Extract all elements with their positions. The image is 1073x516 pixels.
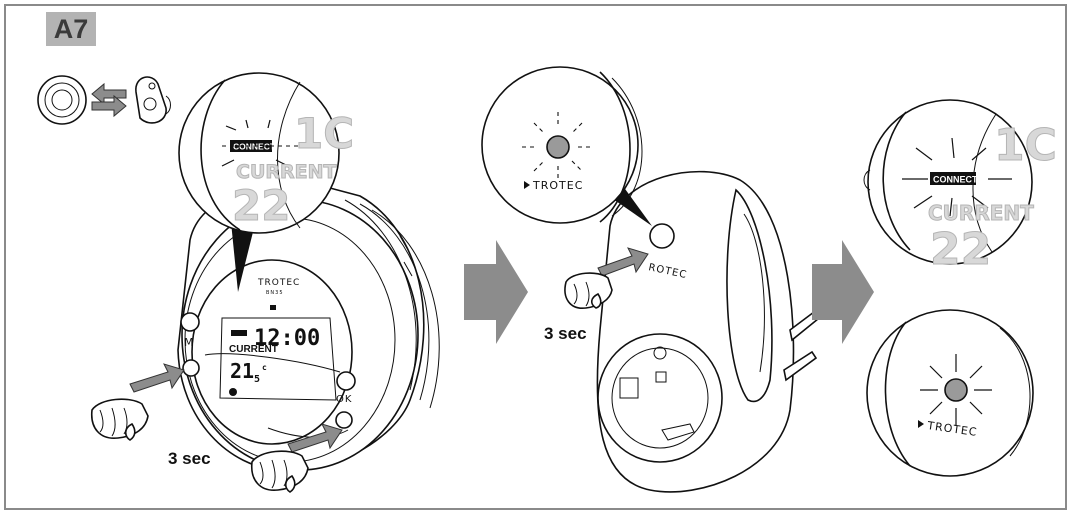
device-connect-icon	[231, 330, 247, 336]
device-temperature-decimal: 5	[254, 374, 260, 385]
zoom-left-connect-badge-bg	[230, 140, 272, 152]
zoom-left-digits-top: 1C	[294, 109, 354, 158]
hand-pointer-icon	[91, 398, 149, 441]
press-arrow-receiver	[597, 247, 649, 277]
zoom-right-status-label: CURRENT	[928, 201, 1034, 225]
hold-instruction-middle: 3 sec	[544, 324, 587, 343]
device-temperature-unit: c	[262, 363, 267, 372]
zoom-callout-middle: TROTEC	[481, 66, 652, 226]
mode-button-lower	[182, 359, 200, 377]
step-label: A7	[46, 12, 96, 46]
blinking-led-icon	[546, 135, 570, 159]
thermostat-device: TROTEC BN35 12:00 CURRENT 21 5 c M OK	[177, 185, 440, 472]
process-arrow-icon	[812, 240, 874, 344]
trotec-logo-icon	[918, 420, 924, 428]
trotec-logo-icon	[524, 181, 530, 189]
zoom-right-connect-badge: CONNECT	[933, 175, 978, 185]
device-temperature-main: 21	[230, 359, 254, 383]
device-model-label: BN35	[266, 290, 284, 296]
mode-button	[180, 312, 200, 332]
receiver-device: ROTEC	[596, 170, 836, 493]
ok-button-label: OK	[336, 394, 352, 405]
zoom-left-status-label: CURRENT	[236, 161, 337, 183]
ok-button-lower	[335, 411, 353, 429]
mode-button-label: M	[184, 336, 195, 349]
press-arrow-ok	[287, 423, 343, 453]
ok-button	[336, 371, 356, 391]
hand-pointer-icon	[251, 450, 309, 493]
hand-pointer-icon	[564, 272, 613, 309]
zoom-right-digits-top: 1C	[994, 120, 1057, 171]
zoom-callout-right-led: TROTEC	[866, 309, 1034, 477]
zoom-callout-left: CONNECT CURRENT 1C 22	[178, 72, 355, 292]
press-arrow-mode	[129, 363, 185, 393]
zoom-left-digits-bottom: 22	[232, 181, 290, 230]
pairing-arrows-icon	[37, 75, 171, 125]
device-small-icon	[229, 388, 237, 396]
zoom-middle-brand: TROTEC	[532, 179, 583, 192]
blinking-led-icon	[944, 378, 968, 402]
device-time: 12:00	[254, 326, 320, 351]
zoom-callout-right-display: CONNECT CURRENT 1C 22	[863, 99, 1057, 276]
device-indicator	[270, 305, 276, 310]
figure-frame	[4, 4, 1067, 510]
device-brand-label: TROTEC	[257, 278, 300, 288]
receiver-button	[649, 223, 675, 249]
zoom-right-connect-badge-bg	[930, 172, 976, 185]
hold-instruction-left: 3 sec	[168, 449, 211, 468]
process-arrow-icon	[464, 240, 528, 344]
device-status-label: CURRENT	[229, 344, 278, 355]
zoom-right-digits-bottom: 22	[930, 224, 991, 275]
